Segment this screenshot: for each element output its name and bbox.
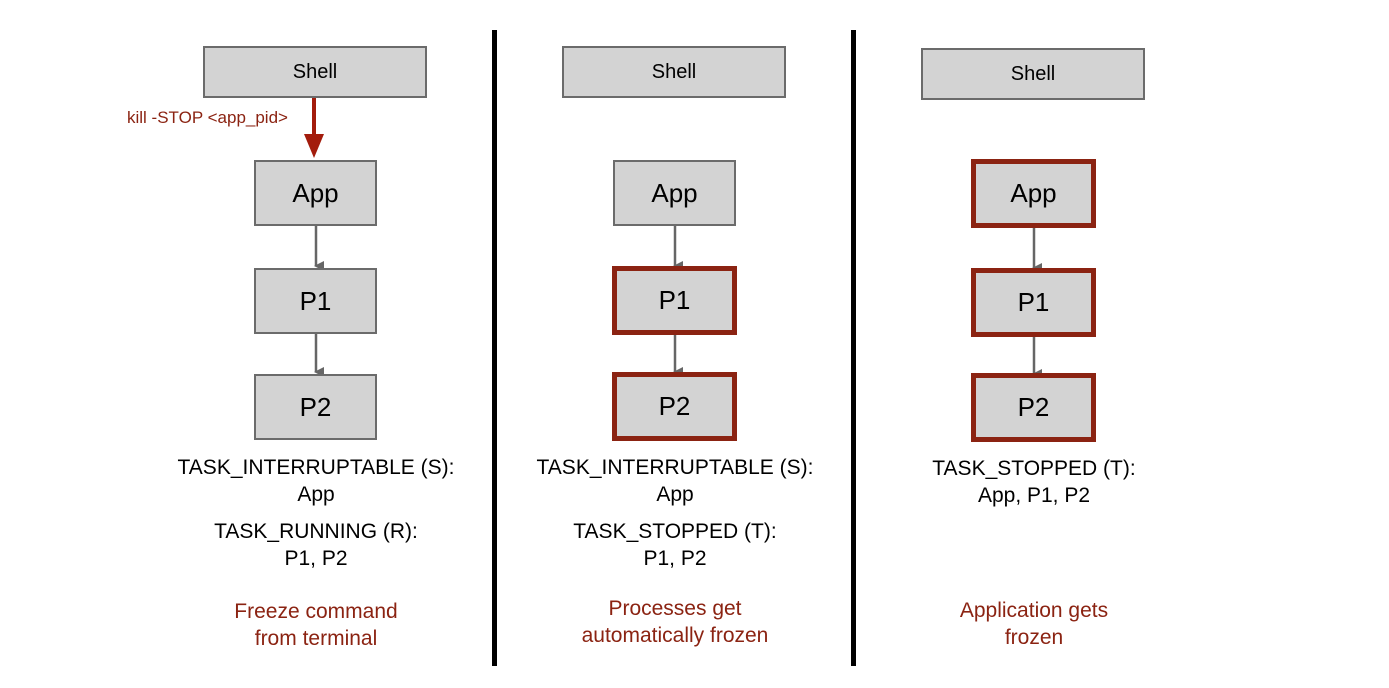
state-members: App, P1, P2: [977, 484, 1091, 507]
p2-label: P2: [658, 391, 691, 421]
state-members: App: [297, 483, 335, 506]
state-title: TASK_RUNNING (R):: [214, 520, 418, 543]
state-members: App: [656, 483, 694, 506]
shell-box: Shell: [203, 46, 427, 98]
state-running: TASK_RUNNING (R): P1, P2: [136, 518, 496, 572]
p1-box: P1: [254, 268, 377, 334]
state-interruptable: TASK_INTERRUPTABLE (S): App: [136, 454, 496, 508]
panel-divider: [851, 30, 856, 666]
app-label: App: [1010, 178, 1057, 208]
p1-label: P1: [299, 285, 332, 316]
caption-line: from terminal: [254, 627, 378, 650]
p1-box-frozen: P1: [612, 266, 737, 335]
p2-label: P2: [299, 391, 332, 422]
state-title: TASK_INTERRUPTABLE (S):: [536, 456, 814, 479]
p2-box-frozen: P2: [971, 373, 1096, 442]
caption-line: frozen: [1004, 626, 1064, 649]
caption-line: Freeze command: [234, 600, 398, 623]
state-title: TASK_STOPPED (T):: [932, 457, 1136, 480]
caption-line: Application gets: [959, 599, 1109, 622]
command-arrow-head: [304, 134, 324, 158]
app-label: App: [292, 177, 339, 208]
state-members: P1, P2: [284, 547, 348, 570]
p2-label: P2: [1017, 392, 1050, 422]
command-label: kill -STOP <app_pid>: [127, 108, 288, 127]
p2-box-frozen: P2: [612, 372, 737, 441]
app-box: App: [254, 160, 377, 226]
p1-box-frozen: P1: [971, 268, 1096, 337]
state-stopped: TASK_STOPPED (T): App, P1, P2: [854, 455, 1214, 509]
panel-divider: [492, 30, 497, 666]
state-title: TASK_INTERRUPTABLE (S):: [177, 456, 455, 479]
p1-label: P1: [658, 285, 691, 315]
caption-line: automatically frozen: [581, 624, 769, 647]
shell-label: Shell: [651, 60, 697, 83]
state-stopped: TASK_STOPPED (T): P1, P2: [495, 518, 855, 572]
state-interruptable: TASK_INTERRUPTABLE (S): App: [495, 454, 855, 508]
shell-label: Shell: [1010, 62, 1056, 85]
app-label: App: [651, 177, 698, 208]
shell-box: Shell: [562, 46, 786, 98]
app-box: App: [613, 160, 736, 226]
shell-box: Shell: [921, 48, 1145, 100]
app-box-frozen: App: [971, 159, 1096, 228]
shell-label: Shell: [292, 60, 338, 83]
p2-box: P2: [254, 374, 377, 440]
caption-line: Processes get: [608, 597, 742, 620]
state-members: P1, P2: [643, 547, 707, 570]
panel-caption: Application gets frozen: [854, 597, 1214, 651]
panel-caption: Freeze command from terminal: [136, 598, 496, 652]
panel-caption: Processes get automatically frozen: [495, 595, 855, 649]
state-title: TASK_STOPPED (T):: [573, 520, 777, 543]
p1-label: P1: [1017, 287, 1050, 317]
